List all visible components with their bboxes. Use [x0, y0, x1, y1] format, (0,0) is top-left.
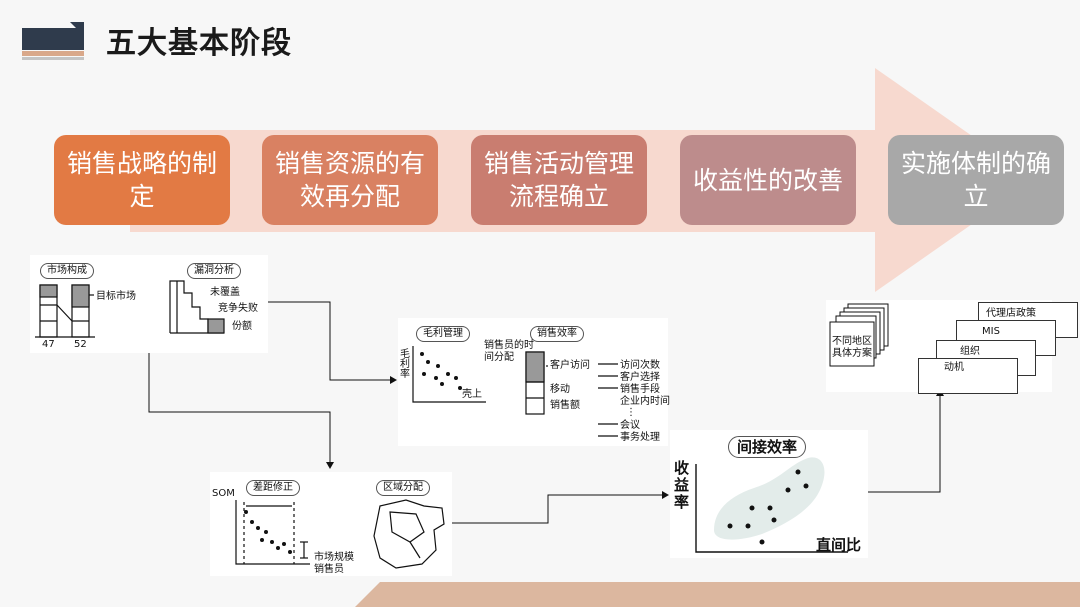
detail-item: 客户选择 [620, 372, 660, 383]
detail-item: 销售手段 [620, 384, 660, 395]
organization-label: 组织 [960, 346, 980, 357]
direct-indirect-ratio-xlabel: 直间比 [816, 536, 862, 554]
indirect-efficiency-tag: 间接效率 [728, 436, 807, 458]
mis-label: MIS [982, 326, 1000, 337]
card-motivation [918, 358, 1018, 394]
margin-scatter-and-bar [412, 346, 618, 437]
detail-item: ⋮ [626, 407, 636, 418]
value-52: 52 [74, 339, 87, 350]
margin-efficiency-panel: 毛利管理 销售效率 毛利率 壳上 销售员的时间分配 客户访问 移动 销售额 访问… [398, 318, 670, 446]
regional-plan-label: 不同地区具体方案 [832, 336, 872, 359]
value-47: 47 [42, 339, 55, 350]
stage-3: 销售活动管理流程确立 [471, 135, 647, 225]
market-composition-tag: 市场构成 [40, 263, 94, 279]
bottom-band [355, 582, 1080, 607]
target-market-label: 目标市场 [96, 291, 136, 302]
market-size-label: 市场规模 [314, 552, 354, 563]
stage-5: 实施体制的确立 [888, 135, 1064, 225]
salesperson-label: 销售员 [314, 564, 344, 575]
market-bars-chart [35, 280, 225, 338]
detail-item: 会议 [620, 420, 640, 431]
stacked-sheets-icon [829, 303, 889, 367]
region-allocation-tag: 区域分配 [376, 480, 430, 496]
share-label: 份额 [232, 321, 252, 332]
stage-2: 销售资源的有效再分配 [262, 135, 438, 225]
market-panel: 市场构成 漏洞分析 目标市场 47 52 未覆盖 竞争失败 份额 [30, 255, 268, 353]
gap-analysis-tag: 漏洞分析 [187, 263, 241, 279]
indirect-efficiency-panel: 间接效率 收益率 直间比 [670, 430, 868, 558]
customer-visit-label: 客户访问 [550, 360, 590, 371]
time-allocation-label: 销售员的时间分配 [484, 340, 534, 363]
title-accent-icon [22, 22, 84, 60]
margin-ylabel: 毛利率 [400, 349, 410, 380]
stage-4: 收益性的改善 [680, 135, 856, 225]
gap-correction-tag: 差距修正 [246, 480, 300, 496]
stage-1: 销售战略的制定 [54, 135, 230, 225]
implementation-panel: 不同地区具体方案 代理店政策 MIS 组织 动机 [826, 300, 1078, 394]
margin-management-tag: 毛利管理 [416, 326, 470, 342]
move-label: 移动 [550, 384, 570, 395]
profit-rate-ylabel: 收益率 [674, 459, 690, 511]
indirect-efficiency-scatter [695, 457, 848, 553]
som-label: SOM [212, 488, 235, 499]
uncovered-label: 未覆盖 [210, 287, 240, 298]
motivation-label: 动机 [944, 362, 964, 373]
detail-item: 事务处理 [620, 432, 660, 443]
competition-loss-label: 竞争失败 [218, 303, 258, 314]
detail-item: 访问次数 [620, 360, 660, 371]
page-title: 五大基本阶段 [106, 26, 292, 61]
gap-region-panel: SOM 差距修正 区域分配 市场规模 销售员 [210, 472, 452, 576]
sales-xlabel: 壳上 [462, 389, 482, 400]
detail-item: 企业内时间 [620, 396, 670, 407]
sales-efficiency-tag: 销售效率 [530, 326, 584, 342]
agency-policy-label: 代理店政策 [986, 308, 1036, 319]
sales-amount-label: 销售额 [550, 400, 580, 411]
gap-scatter-and-map [235, 499, 445, 569]
